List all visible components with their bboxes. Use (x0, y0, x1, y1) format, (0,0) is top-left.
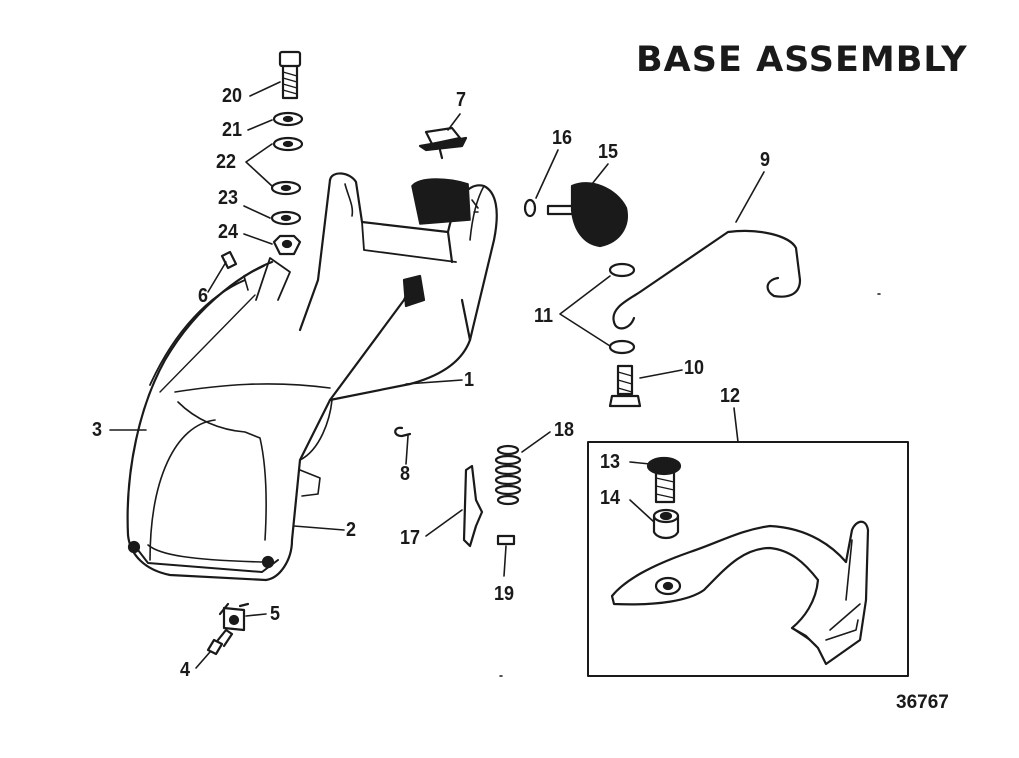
callout-12: 12 (720, 385, 741, 407)
bushing-14-part (652, 508, 680, 540)
pin-6-part (220, 250, 238, 270)
callout-13: 13 (600, 451, 621, 473)
callout-15: 15 (598, 141, 619, 163)
swivel-body-part (298, 172, 498, 402)
nut-24-part (272, 234, 302, 256)
callout-24: 24 (218, 221, 239, 243)
callout-3: 3 (92, 419, 103, 441)
washer-11a-part (608, 262, 636, 278)
washer-11b-part (608, 339, 636, 355)
callout-18: 18 (554, 419, 575, 441)
callout-22: 22 (216, 151, 237, 173)
callout-6: 6 (198, 285, 209, 307)
diagram-title: BASE ASSEMBLY (636, 40, 968, 80)
callout-11: 11 (534, 305, 554, 327)
callout-1: 1 (464, 369, 475, 391)
screw-10-part (608, 364, 642, 408)
callout-17: 17 (400, 527, 421, 549)
callout-7: 7 (456, 89, 467, 111)
callout-19: 19 (494, 583, 515, 605)
callout-16: 16 (552, 127, 573, 149)
callout-2: 2 (346, 519, 357, 541)
washer-16-part (523, 198, 537, 218)
pin-19-part (496, 534, 516, 546)
callout-4: 4 (180, 659, 191, 681)
callout-23: 23 (218, 187, 239, 209)
callout-14: 14 (600, 487, 621, 509)
figure-number: 36767 (896, 692, 949, 713)
callout-21: 21 (222, 119, 243, 141)
bracket-12-part (610, 520, 870, 666)
clip-8-part (394, 426, 412, 438)
callout-8: 8 (400, 463, 411, 485)
bolt-20-part (278, 50, 302, 100)
knob-15-part (546, 182, 628, 248)
clip-nut-5-part (218, 602, 250, 632)
screw-4-part (206, 628, 234, 656)
callout-20: 20 (222, 85, 243, 107)
leader-lines (109, 81, 765, 669)
latch-17-part (462, 464, 484, 548)
callout-10: 10 (684, 357, 705, 379)
wire-9-part (612, 229, 802, 324)
part-12-detail-box (587, 441, 909, 677)
part-7-cap (418, 126, 468, 160)
washers-21-23-part (270, 111, 304, 226)
screw-13-part (646, 456, 682, 504)
lower-bracket-part (126, 257, 416, 582)
spring-18-part (494, 444, 522, 506)
callout-9: 9 (760, 149, 771, 171)
callout-5: 5 (270, 603, 281, 625)
